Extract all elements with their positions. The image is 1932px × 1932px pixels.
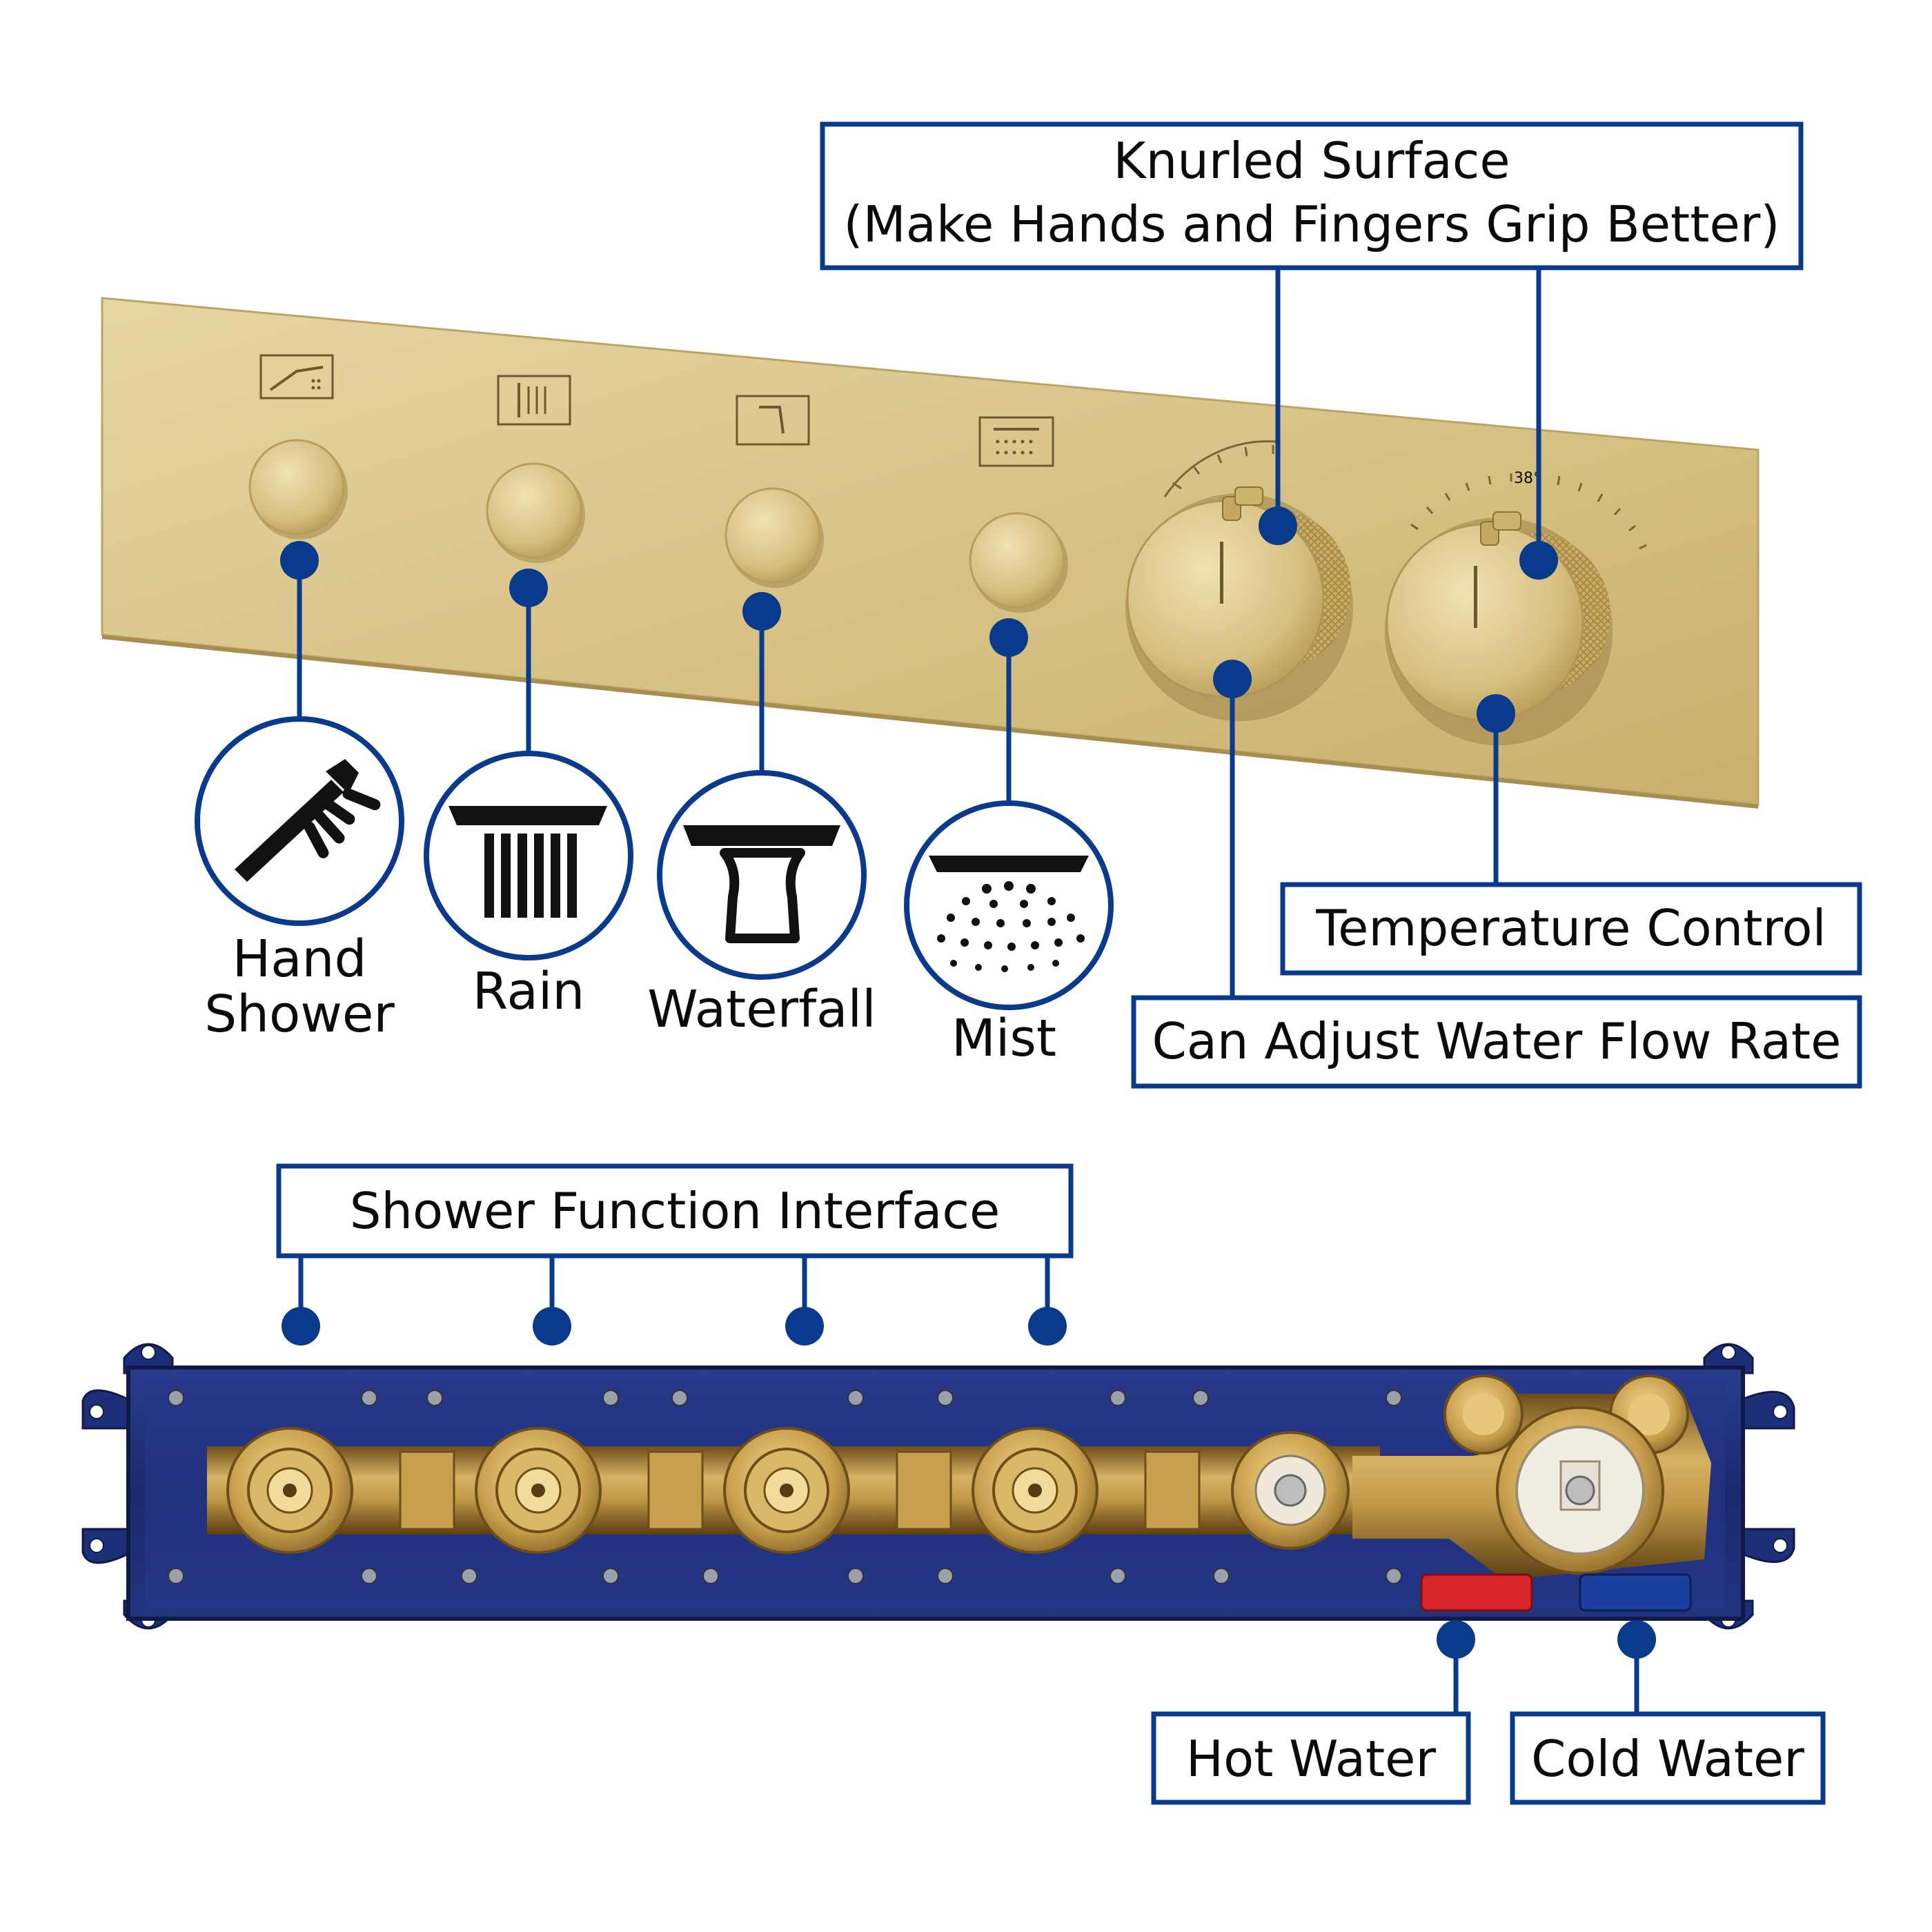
diverter-cartridge-mist	[972, 1427, 1098, 1554]
diverter-cartridge-waterfall	[723, 1427, 850, 1554]
callout-hot-water: Hot Water	[1151, 1620, 1475, 1805]
flow-rate-dial[interactable]	[1125, 440, 1353, 721]
cold-water-inlet	[1579, 1573, 1692, 1612]
callout-dot	[1259, 506, 1297, 545]
function-hand-shower: Hand Shower	[195, 541, 404, 1044]
function-rain: Rain	[424, 569, 633, 1021]
callout-box	[1510, 1711, 1826, 1805]
callout-box	[820, 121, 1804, 270]
callout-box	[1151, 1711, 1471, 1805]
flow-valve-cartridge	[1231, 1431, 1350, 1550]
shower-control-panel: 38°	[101, 297, 1759, 809]
flow-rate-label: Can Adjust Water Flow Rate	[1152, 1012, 1842, 1070]
thermostatic-cartridge	[1443, 1374, 1689, 1575]
diverter-cartridge-rain	[475, 1427, 602, 1554]
knurled-surface-title: Knurled Surface	[1113, 132, 1510, 190]
hot-water-inlet	[1420, 1573, 1533, 1612]
rain-label: Rain	[473, 962, 585, 1021]
panel-engraving-mist-icon	[978, 416, 1054, 467]
function-waterfall: Waterfall	[647, 592, 876, 1039]
rain-button[interactable]	[486, 462, 585, 563]
panel-engraving-rain-icon	[497, 375, 571, 426]
cold-water-label: Cold Water	[1531, 1730, 1804, 1788]
housing-screws	[168, 1390, 1402, 1584]
rain-badge	[424, 751, 633, 960]
callout-box	[276, 1163, 1074, 1259]
mist-label: Mist	[952, 1009, 1056, 1068]
hand-shower-icon	[235, 759, 381, 882]
rain-shower-icon	[448, 806, 607, 918]
callout-dot	[1519, 541, 1558, 580]
mist-icon	[929, 856, 1089, 972]
temperature-control-label: Temperature Control	[1315, 899, 1826, 957]
mist-badge	[904, 800, 1114, 1010]
callout-temperature-control: Temperature Control	[1280, 694, 1862, 976]
function-mist: Mist	[904, 618, 1114, 1068]
waterfall-icon	[683, 825, 840, 943]
waterfall-label: Waterfall	[647, 980, 876, 1039]
callout-cold-water: Cold Water	[1510, 1620, 1826, 1805]
callout-dot	[1213, 660, 1252, 698]
shower-function-interface-label: Shower Function Interface	[350, 1182, 1000, 1240]
mist-button[interactable]	[969, 512, 1068, 613]
callout-knurled-surface: Knurled Surface (Make Hands and Fingers …	[820, 121, 1804, 580]
hand-shower-label-line1: Hand	[233, 929, 367, 989]
hot-water-label: Hot Water	[1186, 1730, 1437, 1788]
diverter-cartridge-hand-shower	[226, 1427, 353, 1554]
panel-engraving-hand-shower-icon	[259, 354, 334, 400]
callout-dot	[1477, 694, 1515, 733]
callout-box	[1131, 995, 1862, 1089]
hand-shower-label-line2: Shower	[204, 985, 395, 1044]
callout-shower-function-interface: Shower Function Interface	[276, 1163, 1074, 1346]
waterfall-button[interactable]	[724, 487, 824, 588]
waterfall-badge	[657, 770, 867, 980]
hand-shower-button[interactable]	[248, 439, 348, 540]
callout-box	[1280, 882, 1862, 976]
knurled-surface-subtitle: (Make Hands and Fingers Grip Better)	[844, 195, 1780, 253]
panel-engraving-waterfall-icon	[736, 395, 810, 446]
callout-flow-rate: Can Adjust Water Flow Rate	[1131, 660, 1862, 1089]
